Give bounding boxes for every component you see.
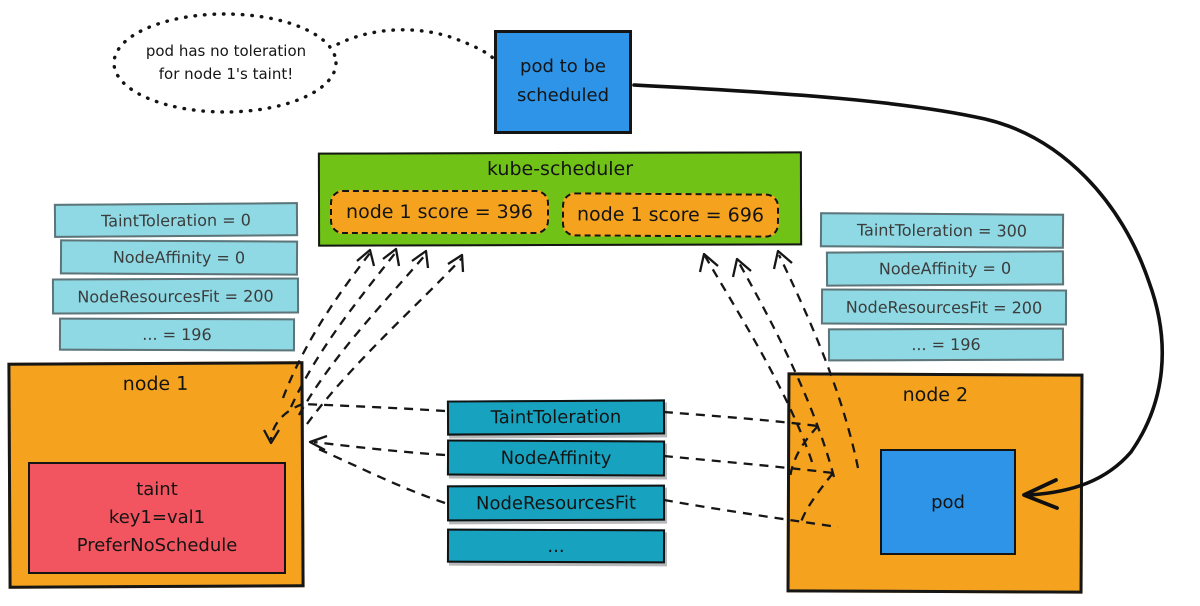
pod-to-be-scheduled-box: pod to be scheduled bbox=[494, 30, 632, 134]
speech-bubble-line1: pod has no toleration bbox=[145, 41, 307, 60]
node1-to-scheduler-arrow-4 bbox=[306, 257, 463, 425]
bubble-pointer-dotted-line bbox=[336, 28, 495, 60]
node1-score-taint-toleration: TaintToleration = 0 bbox=[53, 202, 299, 238]
node2-score-node-resources-fit: NodeResourcesFit = 200 bbox=[820, 288, 1068, 326]
scheduler-score-left: node 1 score = 396 bbox=[330, 190, 549, 234]
taint-label: taint bbox=[136, 479, 178, 501]
pod-to-be-scheduled-line2: scheduled bbox=[516, 85, 610, 106]
node2-score-taint-toleration: TaintToleration = 300 bbox=[819, 212, 1065, 249]
node2-score-others: ... = 196 bbox=[827, 327, 1065, 362]
fan-arrowhead-right-1 bbox=[698, 252, 719, 273]
kube-scheduler-title: kube-scheduler bbox=[486, 158, 634, 180]
fan-arrowhead-right-3 bbox=[772, 249, 793, 270]
plugin-taint-toleration: TaintToleration bbox=[446, 399, 666, 436]
scheduler-score-right: node 1 score = 696 bbox=[561, 192, 780, 238]
speech-bubble-line2: for node 1's taint! bbox=[158, 65, 294, 83]
node1-score-others: ... = 196 bbox=[58, 317, 296, 352]
pod-label: pod bbox=[931, 491, 965, 513]
node1-to-scheduler-arrow-2 bbox=[289, 251, 397, 408]
node2-title: node 2 bbox=[902, 383, 969, 407]
plugin-node-affinity: NodeAffinity bbox=[446, 439, 666, 477]
node1-score-node-affinity: NodeAffinity = 0 bbox=[59, 239, 299, 276]
speech-bubble-text: pod has no toleration for node 1's taint… bbox=[128, 32, 324, 94]
taint-key-value: key1=val1 bbox=[108, 507, 206, 529]
fan-arrowhead-right-2 bbox=[731, 257, 752, 278]
plugin1-to-node1-line bbox=[302, 402, 446, 413]
plugin3-to-node1-line bbox=[313, 445, 446, 505]
fan-arrowhead-left-2 bbox=[382, 247, 401, 267]
plugin-to-node1-arrowhead bbox=[308, 434, 328, 452]
plugin-node-resources-fit: NodeResourcesFit bbox=[446, 484, 666, 522]
node2-score-node-affinity: NodeAffinity = 0 bbox=[825, 250, 1065, 287]
node1-title: node 1 bbox=[122, 372, 189, 396]
fan-arrowhead-left-4 bbox=[447, 253, 465, 273]
node1-to-scheduler-arrow-3 bbox=[297, 253, 427, 416]
node1-score-node-resources-fit: NodeResourcesFit = 200 bbox=[51, 277, 300, 315]
plugin2-to-node1-line bbox=[313, 440, 446, 457]
pod-to-be-scheduled-line1: pod to be bbox=[520, 56, 606, 78]
node2-pod-box: pod bbox=[880, 449, 1016, 555]
plugin-others: ... bbox=[446, 528, 666, 564]
fan-arrowhead-left-1 bbox=[356, 248, 376, 267]
node1-taint-box: taint key1=val1 PreferNoSchedule bbox=[28, 462, 286, 574]
fan-arrowhead-left-3 bbox=[411, 249, 430, 269]
taint-effect: PreferNoSchedule bbox=[76, 534, 238, 556]
